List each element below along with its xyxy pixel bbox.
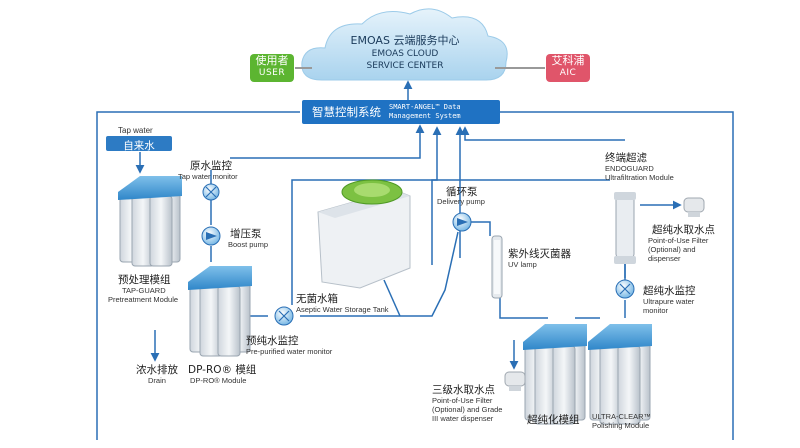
- boost-pump-zh: 增压泵: [230, 228, 262, 240]
- polishing-zh: 超纯化模组: [527, 414, 580, 426]
- ultrapure-monitor-icon: [615, 279, 635, 299]
- pou-top-zh: 超纯水取水点: [652, 224, 715, 236]
- delivery-pump-en: Delivery pump: [437, 197, 485, 206]
- raw-monitor-zh: 原水监控: [190, 160, 232, 172]
- pretreatment-module-graphic: [118, 176, 182, 267]
- user-tag: 使用者 USER: [250, 54, 294, 82]
- control-system-en-1: SMART-ANGEL™ Data: [389, 103, 461, 111]
- raw-water-monitor-icon: [202, 183, 220, 201]
- dpro-zh: DP-RO® 模组: [188, 364, 257, 376]
- ultrapure-monitor-en-1: Ultrapure water: [643, 297, 695, 306]
- polishing-module-graphic: [523, 324, 652, 425]
- prepurified-monitor-zh: 预纯水监控: [246, 335, 299, 347]
- grade3-en-2: (Optional) and Grade: [432, 405, 503, 414]
- aic-tag-en: AIC: [559, 68, 577, 78]
- control-system-en-2: Management System: [389, 112, 461, 120]
- user-tag-zh: 使用者: [255, 54, 289, 67]
- pretreatment-en-2: Pretreatment Module: [108, 295, 179, 304]
- uv-lamp-zh: 紫外线灭菌器: [508, 248, 571, 260]
- control-system-banner: 智慧控制系统 SMART-ANGEL™ Data Management Syst…: [302, 100, 500, 124]
- cloud-line-2: EMOAS CLOUD: [371, 49, 439, 59]
- cloud-line-3: SERVICE CENTER: [366, 61, 444, 71]
- aic-tag: 艾科浦 AIC: [546, 54, 590, 82]
- tap-water-en: Tap water: [118, 126, 153, 135]
- polishing-en-2: Polishing Module: [592, 421, 650, 430]
- ultrapure-monitor-zh: 超纯水监控: [643, 285, 696, 297]
- ultrapure-monitor-en-2: monitor: [643, 306, 669, 315]
- dispenser-top-graphic: [683, 197, 705, 217]
- cloud-shape: [301, 8, 508, 81]
- delivery-pump-icon: [452, 212, 472, 232]
- dpro-module-graphic: [188, 266, 252, 357]
- grade3-en-3: III water dispenser: [432, 414, 494, 423]
- storage-tank-zh: 无菌水箱: [296, 293, 338, 305]
- pou-top-en-1: Point-of-Use Filter: [648, 236, 709, 245]
- storage-tank-graphic: [317, 179, 411, 289]
- tap-water-zh: 自来水: [123, 140, 155, 152]
- raw-monitor-en: Tap water monitor: [178, 172, 238, 181]
- delivery-pump-zh: 循环泵: [446, 186, 478, 198]
- uv-lamp-graphic: [491, 235, 503, 299]
- grade3-en-1: Point-of-Use Filter: [432, 396, 493, 405]
- pretreatment-zh: 预处理模组: [118, 274, 171, 286]
- storage-tank-en: Aseptic Water Storage Tank: [296, 305, 389, 314]
- polishing-en-1: ULTRA-CLEAR™: [592, 412, 652, 421]
- cloud-line-1: EMOAS 云端服务中心: [350, 34, 460, 47]
- tap-water-box: 自来水: [106, 136, 172, 152]
- prepurified-monitor-icon: [274, 306, 294, 326]
- pou-top-en-3: dispenser: [648, 254, 681, 263]
- dpro-en: DP-RO® Module: [190, 376, 247, 385]
- endoguard-zh: 终端超滤: [605, 152, 647, 164]
- boost-pump-en: Boost pump: [228, 240, 269, 249]
- user-tag-en: USER: [258, 68, 286, 78]
- prepurified-monitor-en: Pre-purified water monitor: [246, 347, 333, 356]
- aic-tag-zh: 艾科浦: [551, 54, 585, 67]
- endoguard-en-2: Ultrafiltration Module: [605, 173, 674, 182]
- cloud-title: EMOAS 云端服务中心 EMOAS CLOUD SERVICE CENTER: [330, 34, 480, 72]
- control-system-zh: 智慧控制系统: [312, 105, 381, 119]
- endoguard-graphic: [614, 192, 636, 264]
- pretreatment-en-1: TAP-GUARD: [122, 286, 166, 295]
- uv-lamp-en: UV lamp: [508, 260, 537, 269]
- dispenser-bottom-graphic: [504, 371, 526, 391]
- drain-zh: 浓水排放: [136, 364, 178, 376]
- boost-pump-icon: [201, 226, 221, 246]
- pou-top-en-2: (Optional) and: [648, 245, 696, 254]
- drain-en: Drain: [148, 376, 166, 385]
- endoguard-en-1: ENDOGUARD: [605, 164, 654, 173]
- grade3-zh: 三级水取水点: [432, 384, 495, 396]
